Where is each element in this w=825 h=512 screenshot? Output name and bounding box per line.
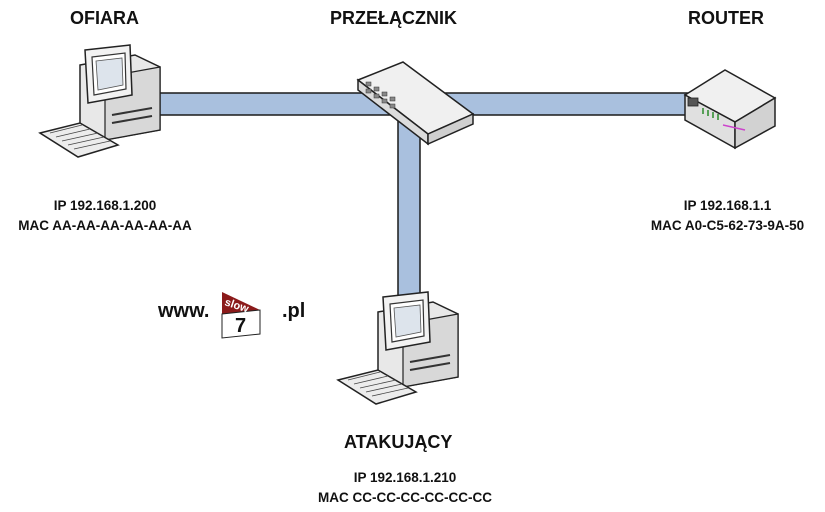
- attacker-mac: MAC CC-CC-CC-CC-CC-CC: [318, 490, 492, 505]
- victim-mac: MAC AA-AA-AA-AA-AA-AA: [18, 218, 192, 233]
- watermark-suffix: .pl: [282, 300, 306, 322]
- router-mac: MAC A0-C5-62-73-9A-50: [650, 218, 805, 233]
- victim-title: OFIARA: [70, 8, 139, 28]
- attacker-info: IP 192.168.1.210 MAC CC-CC-CC-CC-CC-CC: [300, 468, 510, 508]
- victim-ip: IP 192.168.1.200: [53, 198, 157, 213]
- switch-title: PRZEŁĄCZNIK: [330, 8, 457, 28]
- router-ip: IP 192.168.1.1: [683, 198, 772, 213]
- victim-computer-icon: [38, 44, 161, 158]
- switch-icon: [356, 61, 475, 146]
- logo-number: 7: [235, 315, 246, 337]
- watermark-prefix: www.: [158, 300, 210, 322]
- router-info: IP 192.168.1.1 MAC A0-C5-62-73-9A-50: [630, 196, 825, 236]
- slow7-logo-icon: slow 7: [221, 292, 261, 339]
- cable-switch-attacker: [397, 111, 421, 301]
- attacker-title: ATAKUJĄCY: [344, 432, 453, 452]
- router-title: ROUTER: [688, 8, 764, 28]
- attacker-ip: IP 192.168.1.210: [353, 470, 457, 485]
- cables: [149, 92, 701, 301]
- attacker-computer-icon: [336, 291, 459, 405]
- victim-info: IP 192.168.1.200 MAC AA-AA-AA-AA-AA-AA: [0, 196, 210, 236]
- router-icon: [683, 69, 777, 150]
